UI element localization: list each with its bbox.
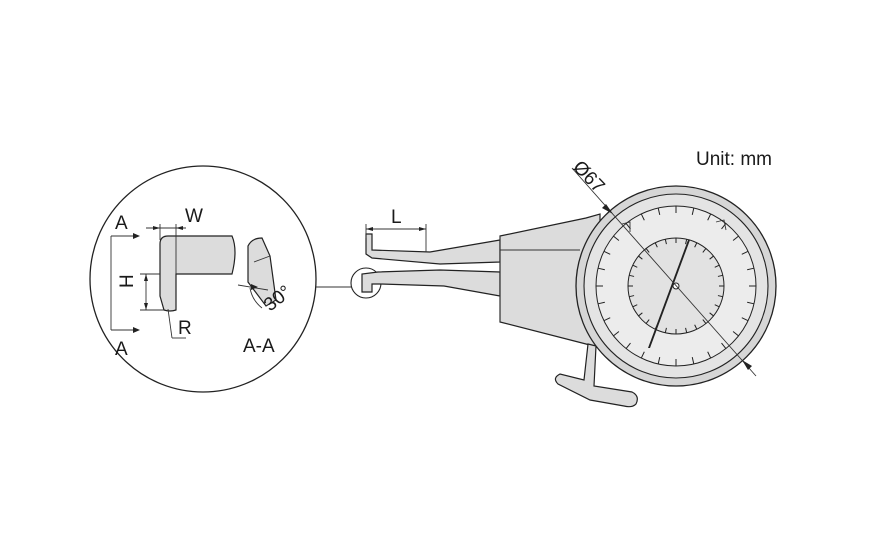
dial-outer-tick (657, 357, 661, 365)
width-label: W (185, 206, 203, 227)
dial-inner-tick (664, 239, 667, 245)
length-dimension (365, 224, 427, 252)
dial-needle (648, 240, 690, 348)
tolerance-marker-left (621, 221, 631, 232)
dial-outer-tick (747, 267, 755, 271)
angle-dimension (237, 284, 269, 309)
dial-outer-tick (625, 342, 631, 349)
dial-inner-tick (714, 264, 720, 268)
radius-label: R (178, 318, 192, 339)
dial-outer-tick (597, 301, 605, 305)
dial-outer-tick (707, 351, 712, 359)
detail-circle (89, 165, 317, 393)
dial-outer-tick (613, 331, 620, 337)
dial-inner-tick (638, 312, 643, 317)
lower-finger (361, 269, 501, 297)
section-label: A-A (243, 336, 275, 357)
dial-inner-tick (629, 295, 635, 298)
dial-inner-tick (632, 304, 638, 308)
section-marker-top: A (115, 213, 128, 234)
gauge-handle (554, 343, 638, 408)
caliper-gauge: L Ø67 (361, 157, 777, 408)
dial-inner-tick (645, 319, 650, 324)
radius-leader (167, 308, 186, 339)
dial-outer-tick (603, 250, 611, 255)
dial-outer-tick (691, 207, 695, 215)
section-line (110, 233, 140, 333)
dial-outer-tick (640, 351, 645, 359)
dial-inner-tick (638, 255, 643, 260)
dial-outer-tick (732, 235, 739, 241)
dial-inner-tick (714, 304, 720, 308)
dial-outer-tick (597, 267, 605, 271)
dial-outer-tick (613, 235, 620, 241)
dial-inner-tick (709, 312, 714, 317)
tolerance-marker-right (715, 219, 727, 231)
upper-finger (365, 233, 501, 265)
diameter-label: Ø67 (568, 157, 608, 197)
unit-label: Unit: mm (696, 149, 772, 170)
dial-inner-tick (717, 274, 723, 277)
dial-inner-tick (702, 319, 707, 324)
detail-view: A A W H R (89, 165, 317, 393)
dial-outer-tick (741, 250, 749, 255)
dial-outer-tick (657, 207, 661, 215)
dial-inner-tick (654, 242, 658, 248)
width-dimension (146, 224, 186, 244)
height-dimension (140, 273, 164, 311)
dial-outer-tick (603, 317, 611, 322)
section-marker-bottom: A (115, 339, 128, 360)
dial-inner-tick (702, 248, 707, 253)
dial-outer-tick (691, 357, 695, 365)
dial-inner-tick (629, 274, 635, 277)
dial-outer-tick (707, 213, 712, 221)
dial-inner-tick (717, 295, 723, 298)
dial-inner-tick (709, 255, 714, 260)
dial-outer-tick (741, 317, 749, 322)
dial-inner-tick (645, 248, 650, 253)
dial-outer-tick (721, 342, 727, 349)
length-label: L (391, 207, 402, 228)
dial-outer-tick (747, 301, 755, 305)
dial-inner-tick (685, 239, 688, 245)
dial-outer-tick (640, 213, 645, 221)
section-profile (247, 237, 277, 307)
dial-inner-tick (694, 324, 698, 330)
height-label: H (117, 274, 138, 288)
dial-inner-tick (685, 327, 688, 333)
dial-outer-tick (732, 331, 739, 337)
dial-inner-tick (664, 327, 667, 333)
diameter-dimension (571, 167, 757, 377)
dial-inner-tick (694, 242, 698, 248)
dial-inner-tick (632, 264, 638, 268)
